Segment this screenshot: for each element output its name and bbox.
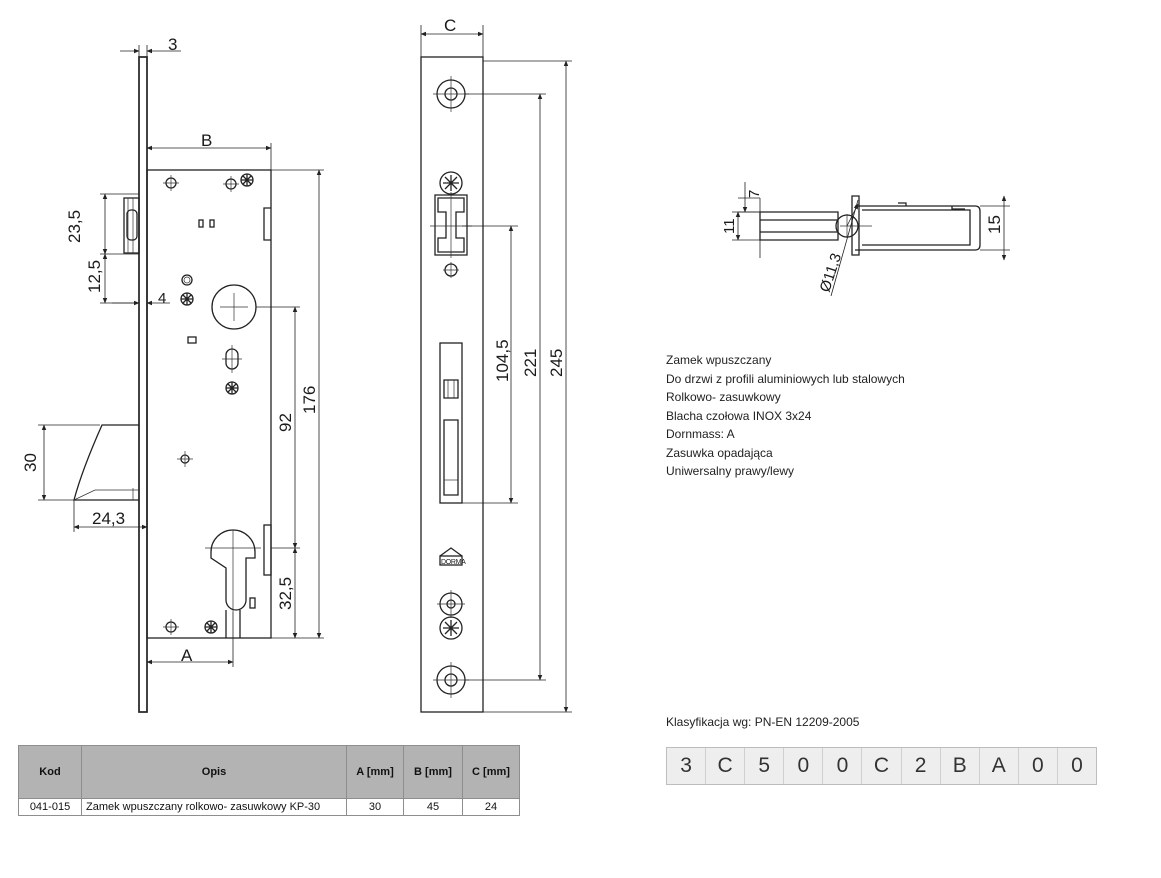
code-box: 0 [784,748,824,784]
face-plate [138,56,148,713]
product-table: Kod Opis A [mm] B [mm] C [mm] 041-015 Za… [18,745,520,816]
cell-b: 45 [403,798,463,816]
dim-24-3: 24,3 [92,509,125,528]
dim-A: A [181,646,193,665]
classification-code: 3 C 5 0 0 C 2 B A 0 0 [666,747,1098,785]
dim-7: 7 [746,190,763,198]
code-box: 0 [823,748,863,784]
cell-kod: 041-015 [18,798,82,816]
lock-top-view [759,195,981,256]
code-box: C [862,748,902,784]
product-description: Zamek wpuszczany Do drzwi z profili alum… [666,351,905,481]
cell-a: 30 [346,798,404,816]
table-header-row: Kod Opis A [mm] B [mm] C [mm] [18,745,520,799]
header-kod: Kod [18,745,82,799]
lock-body [146,169,272,639]
dim-245: 245 [547,349,566,377]
desc-line: Zamek wpuszczany [666,353,772,367]
cell-c: 24 [462,798,520,816]
dim-15: 15 [985,215,1004,234]
code-box: B [941,748,980,784]
dim-3: 3 [168,35,177,54]
code-box: A [980,748,1019,784]
hole-top-mid [223,176,239,192]
header-a: A [mm] [346,745,404,799]
dim-4: 4 [158,290,166,307]
bolt [73,424,139,501]
desc-line: Rolkowo- zasuwkowy [666,390,781,404]
cylinder-cutout [210,529,256,611]
dim-104-5: 104,5 [493,339,512,382]
code-box: C [706,748,746,784]
header-opis: Opis [81,745,347,799]
desc-line: Dornmass: A [666,427,735,441]
dim-11: 11 [721,218,738,234]
table-row: 041-015 Zamek wpuszczany rolkowo- zasuwk… [18,798,520,816]
cell-opis: Zamek wpuszczany rolkowo- zasuwkowy KP-3… [81,798,347,816]
logo-text: DORMA [441,559,466,566]
dorma-logo [439,547,463,557]
top-view-dimensions: 7 11 15 Ø11,3 [721,182,1010,297]
front-plate [420,56,484,713]
dim-12-5: 12,5 [85,260,104,293]
hole-top-left [163,175,179,191]
dim-B: B [201,131,212,150]
dim-32-5: 32,5 [276,577,295,610]
roller-latch [123,197,140,254]
screw-top-right [240,173,254,187]
lock-front-view: DORMA [420,56,484,713]
desc-line: Do drzwi z profili aluminiowych lub stal… [666,371,905,386]
dim-221: 221 [521,349,540,377]
header-c: C [mm] [462,745,520,799]
header-b: B [mm] [403,745,463,799]
desc-line: Zasuwka opadająca [666,445,773,460]
roller-window [434,194,468,256]
bolt-window [439,342,463,504]
lock-side-view [73,56,272,713]
dim-23-5: 23,5 [65,210,84,243]
front-view-dimensions: C 104,5 221 245 [420,16,572,713]
dim-92: 92 [276,413,295,432]
code-box: 0 [1019,748,1058,784]
code-box: 3 [667,748,707,784]
side-view-dimensions: 3 B 23,5 12,5 4 30 24,3 92 176 [21,35,324,667]
desc-line: Uniwersalny prawy/lewy [666,464,795,478]
dim-diameter-11-3: Ø11,3 [817,251,845,294]
classification-label: Klasyfikacja wg: PN-EN 12209-2005 [666,715,860,729]
code-box: 2 [902,748,941,784]
dim-30: 30 [21,453,40,472]
desc-line: Blacha czołowa INOX 3x24 [666,408,812,423]
dim-C: C [444,16,456,35]
code-box: 0 [1071,754,1083,777]
dim-176: 176 [300,386,319,414]
code-box: 5 [745,748,785,784]
